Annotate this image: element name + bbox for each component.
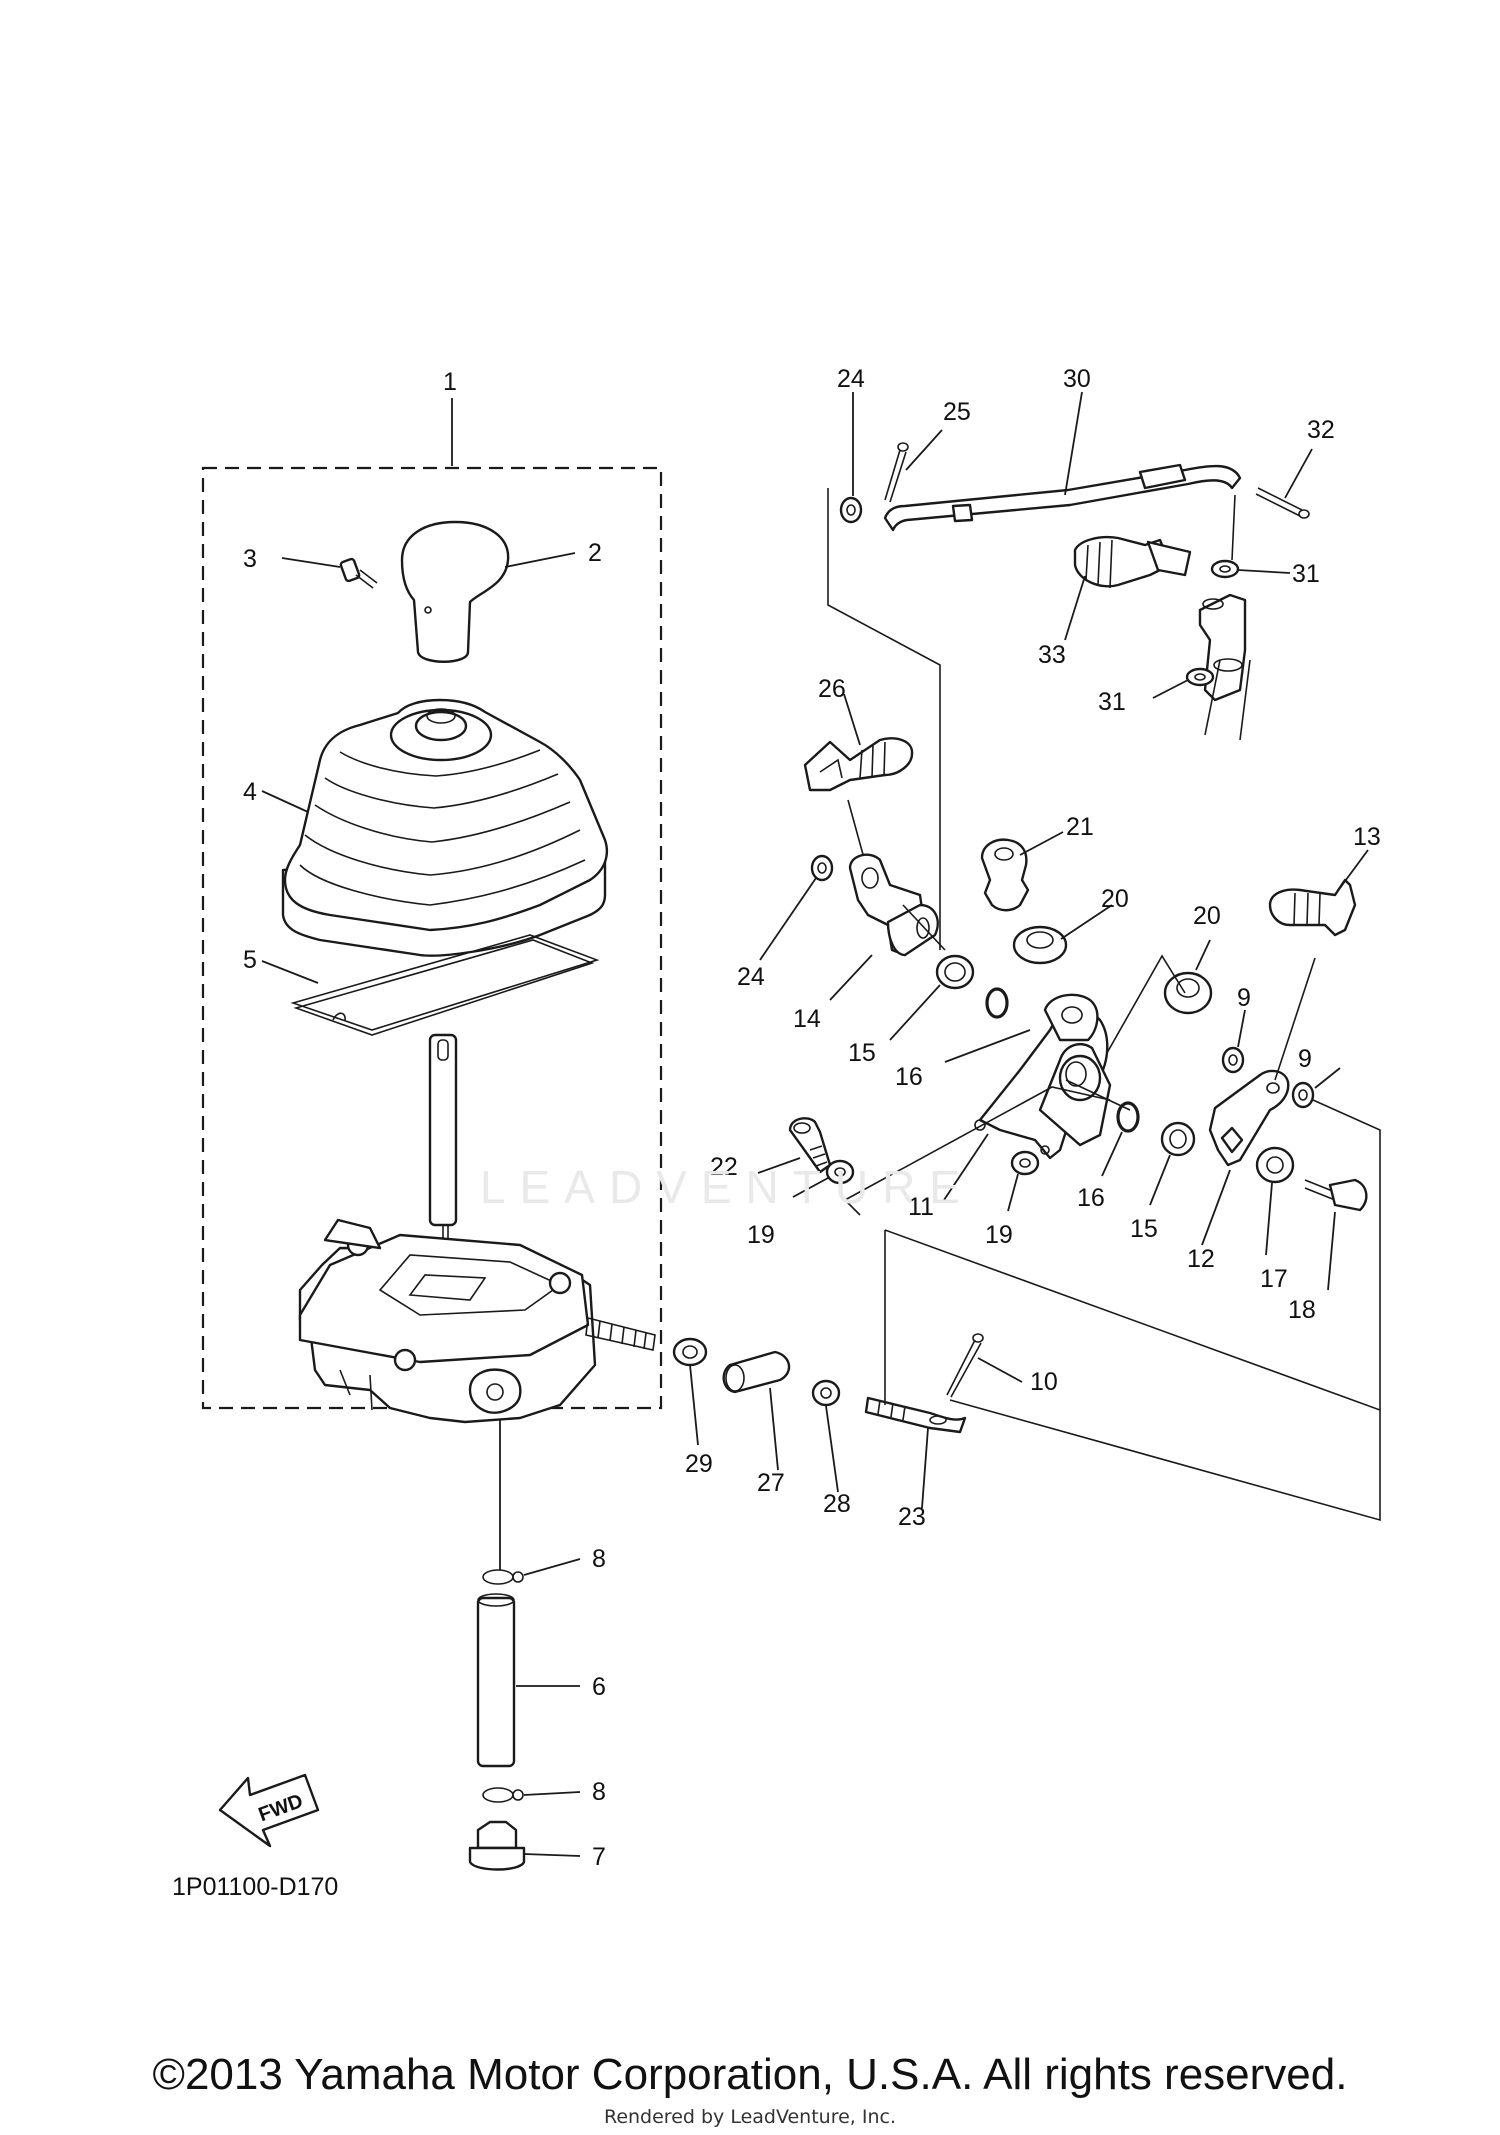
shift-knob[interactable] — [400, 520, 576, 663]
callout-6[interactable]: 6 — [592, 1673, 606, 1701]
callout-24a[interactable]: 24 — [837, 365, 865, 393]
screw-22[interactable] — [757, 1117, 832, 1174]
copyright-notice: ©2013 Yamaha Motor Corporation, U.S.A. A… — [152, 2050, 1348, 2099]
washer-19-right[interactable] — [1007, 1150, 1040, 1212]
o-ring-16-left[interactable] — [944, 987, 1031, 1063]
cotter-pin-10[interactable] — [946, 1333, 1023, 1398]
collar-29[interactable] — [672, 1337, 708, 1446]
washer-19-left[interactable] — [792, 1159, 855, 1198]
callout-10[interactable]: 10 — [1030, 1368, 1058, 1396]
clip-upper[interactable] — [482, 1558, 581, 1585]
callout-23[interactable]: 23 — [898, 1503, 926, 1531]
shift-lever-housing[interactable] — [298, 1218, 656, 1424]
washer-9-lower[interactable] — [1291, 1067, 1341, 1109]
callout-13[interactable]: 13 — [1353, 823, 1381, 851]
callout-25[interactable]: 25 — [943, 398, 971, 426]
washer-24-lower[interactable] — [759, 854, 834, 961]
bracket-11[interactable] — [943, 993, 1112, 1201]
callout-8b[interactable]: 8 — [592, 1778, 606, 1806]
callout-21[interactable]: 21 — [1066, 813, 1094, 841]
callout-19a[interactable]: 19 — [747, 1221, 775, 1249]
callout-15b[interactable]: 15 — [1130, 1215, 1158, 1243]
plug-21[interactable] — [980, 831, 1064, 912]
diagram-code-label: 1P01100-D170 — [172, 1873, 339, 1901]
callout-31a[interactable]: 31 — [1292, 560, 1320, 588]
callout-8a[interactable]: 8 — [592, 1545, 606, 1573]
callout-9a[interactable]: 9 — [1237, 984, 1251, 1012]
callout-31b[interactable]: 31 — [1098, 688, 1126, 716]
joint-23[interactable] — [864, 1396, 967, 1509]
callout-11[interactable]: 11 — [908, 1193, 934, 1221]
nut-28[interactable] — [811, 1379, 841, 1493]
callout-16a[interactable]: 16 — [895, 1063, 923, 1091]
callout-20a[interactable]: 20 — [1101, 885, 1129, 913]
washer-15-left[interactable] — [889, 954, 975, 1041]
boot-wire-clip[interactable] — [261, 934, 600, 1036]
shift-rod-30[interactable] — [883, 391, 1242, 532]
fwd-arrow-icon: FWD — [218, 1773, 320, 1848]
washer-31-lower[interactable] — [1152, 667, 1215, 699]
callout-3[interactable]: 3 — [243, 545, 257, 573]
knob-screw[interactable] — [281, 557, 378, 589]
grommet-20-right[interactable] — [1163, 939, 1213, 1015]
grommet-20-left[interactable] — [1012, 904, 1113, 965]
rod-end-13[interactable] — [1268, 849, 1369, 937]
callout-27[interactable]: 27 — [757, 1469, 785, 1497]
callout-2[interactable]: 2 — [588, 539, 602, 567]
callout-15a[interactable]: 15 — [848, 1039, 876, 1067]
washer-31-upper[interactable] — [1210, 559, 1291, 579]
o-ring-16-right[interactable] — [1101, 1101, 1140, 1177]
callout-33[interactable]: 33 — [1038, 641, 1066, 669]
washer-15-right[interactable] — [1149, 1121, 1196, 1206]
callout-26[interactable]: 26 — [818, 675, 846, 703]
clip-lower[interactable] — [482, 1787, 581, 1803]
callout-7[interactable]: 7 — [592, 1843, 606, 1871]
rod-end-26[interactable] — [803, 693, 914, 792]
callout-22[interactable]: 22 — [710, 1153, 738, 1181]
bracket-arm[interactable] — [1198, 593, 1251, 741]
callout-5[interactable]: 5 — [243, 946, 257, 974]
rendered-by-notice: Rendered by LeadVenture, Inc. — [603, 2106, 897, 2128]
callout-1[interactable]: 1 — [443, 368, 457, 396]
callout-28[interactable]: 28 — [823, 1490, 851, 1518]
lever-14[interactable] — [829, 853, 939, 1001]
pin-tube[interactable] — [476, 1593, 580, 1768]
bushing-27[interactable] — [722, 1350, 791, 1471]
callout-29[interactable]: 29 — [685, 1450, 713, 1478]
callout-20b[interactable]: 20 — [1193, 902, 1221, 930]
callout-17[interactable]: 17 — [1260, 1265, 1288, 1293]
callout-14[interactable]: 14 — [793, 1005, 821, 1033]
washer-24-upper[interactable] — [839, 392, 863, 524]
washer-17[interactable] — [1255, 1146, 1295, 1256]
callout-12[interactable]: 12 — [1187, 1245, 1215, 1273]
callout-24b[interactable]: 24 — [737, 963, 765, 991]
washer-9-upper[interactable] — [1221, 1009, 1246, 1074]
lever-12[interactable] — [1201, 1069, 1290, 1246]
callout-30[interactable]: 30 — [1063, 365, 1091, 393]
callout-16b[interactable]: 16 — [1077, 1184, 1105, 1212]
callout-9b[interactable]: 9 — [1298, 1045, 1312, 1073]
callout-32[interactable]: 32 — [1307, 416, 1335, 444]
assembly-1-dashed-box — [201, 466, 663, 1410]
watermark-text: LEADVENTURE — [480, 1161, 974, 1213]
grommet-plug[interactable] — [468, 1820, 581, 1871]
rod-end-33[interactable] — [1064, 536, 1192, 641]
bolt-18[interactable] — [1304, 1178, 1368, 1291]
shift-boot[interactable] — [261, 698, 609, 957]
cotter-pin-25[interactable] — [884, 429, 943, 503]
callout-19b[interactable]: 19 — [985, 1221, 1013, 1249]
callout-18[interactable]: 18 — [1288, 1296, 1316, 1324]
callout-4[interactable]: 4 — [243, 778, 257, 806]
cotter-pin-32[interactable] — [1255, 448, 1313, 519]
